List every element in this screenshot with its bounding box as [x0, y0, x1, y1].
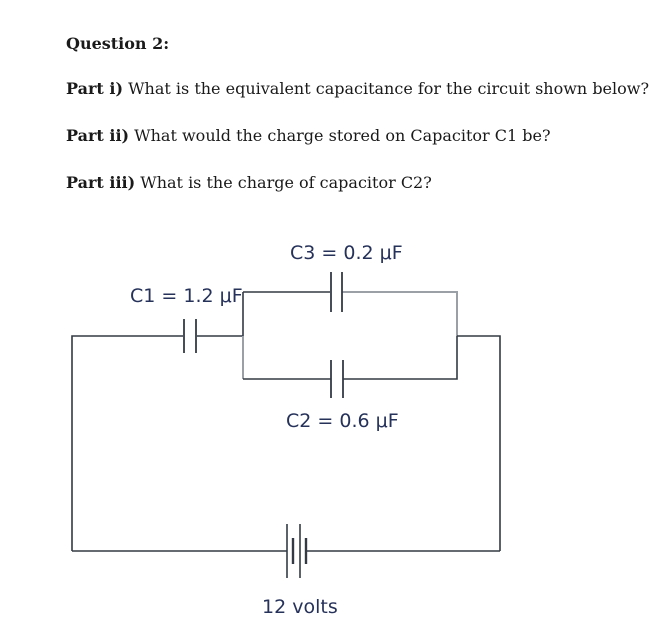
part-iii-label: Part iii)	[66, 173, 136, 192]
wire-c2-right	[343, 336, 458, 380]
capacitor-c1	[183, 319, 197, 353]
question-part-ii: Part ii) What would the charge stored on…	[66, 126, 551, 145]
part-iii-text: What is the charge of capacitor C2?	[135, 173, 432, 192]
battery-label: 12 volts	[262, 596, 338, 618]
c3-label: C3 = 0.2 μF	[290, 242, 403, 264]
capacitor-c3	[330, 272, 343, 312]
c1-label: C1 = 1.2 μF	[130, 285, 243, 307]
capacitor-c2	[330, 360, 344, 398]
battery	[286, 524, 308, 578]
question-part-iii: Part iii) What is the charge of capacito…	[66, 173, 432, 192]
question-title: Question 2:	[66, 34, 170, 53]
question-part-i: Part i) What is the equivalent capacitan…	[66, 79, 649, 98]
part-i-text: What is the equivalent capacitance for t…	[123, 79, 650, 98]
wire-c3-right	[342, 291, 458, 336]
part-ii-text: What would the charge stored on Capacito…	[129, 126, 551, 145]
part-ii-label: Part ii)	[66, 126, 130, 145]
c2-label: C2 = 0.6 μF	[286, 410, 399, 432]
wire-top-left	[71, 335, 183, 551]
wire-right	[457, 335, 501, 551]
part-i-label: Part i)	[66, 79, 124, 98]
